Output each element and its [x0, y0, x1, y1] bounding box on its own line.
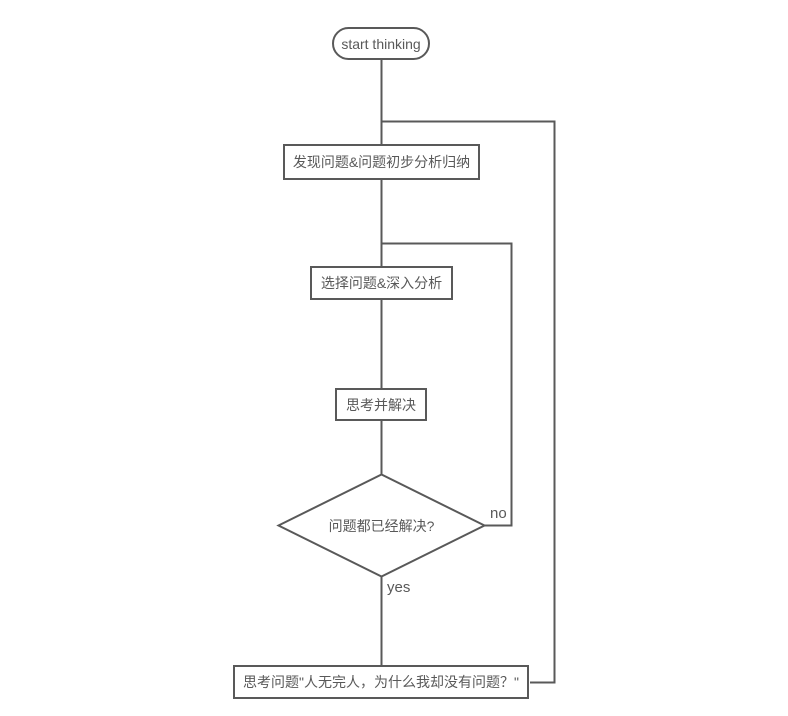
edge-label-yes: yes — [387, 579, 411, 596]
node-select-problem[interactable]: 选择问题&深入分析 — [310, 266, 453, 300]
node-reflect-question[interactable]: 思考问题"人无完人，为什么我却没有问题？" — [233, 665, 529, 699]
edge-outer-loop — [381, 120, 556, 684]
decision-diamond-shape[interactable] — [276, 473, 487, 578]
node-discover-problem[interactable]: 发现问题&问题初步分析归纳 — [283, 144, 480, 180]
node-think-and-solve[interactable]: 思考并解决 — [335, 388, 427, 421]
edge-label-no: no — [490, 505, 507, 522]
decision-node-label[interactable]: 问题都已经解决? — [328, 517, 435, 534]
edge-no-loop — [381, 242, 513, 527]
start-node[interactable]: start thinking — [332, 27, 430, 60]
